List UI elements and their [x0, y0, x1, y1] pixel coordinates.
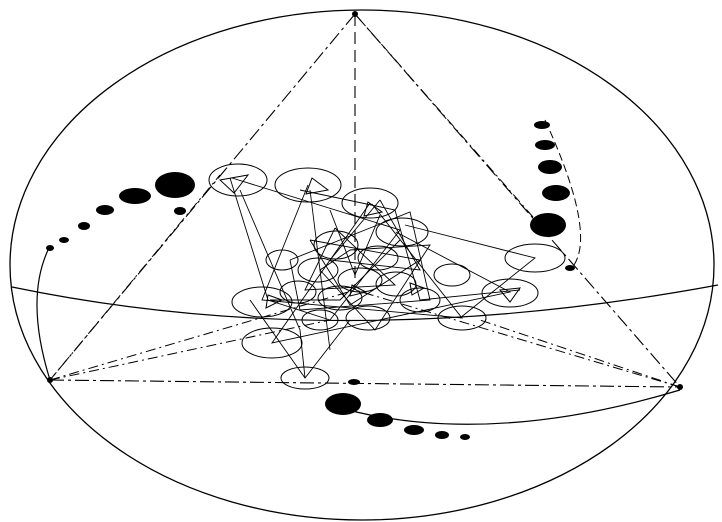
inner-wireframe [230, 178, 535, 378]
right-dot-chain [530, 121, 575, 271]
equator-curve [12, 285, 718, 321]
left-dot-chain [46, 172, 195, 251]
left-arc [37, 250, 50, 380]
small-triangles [220, 175, 520, 308]
bottom-dot-chain [325, 379, 470, 440]
